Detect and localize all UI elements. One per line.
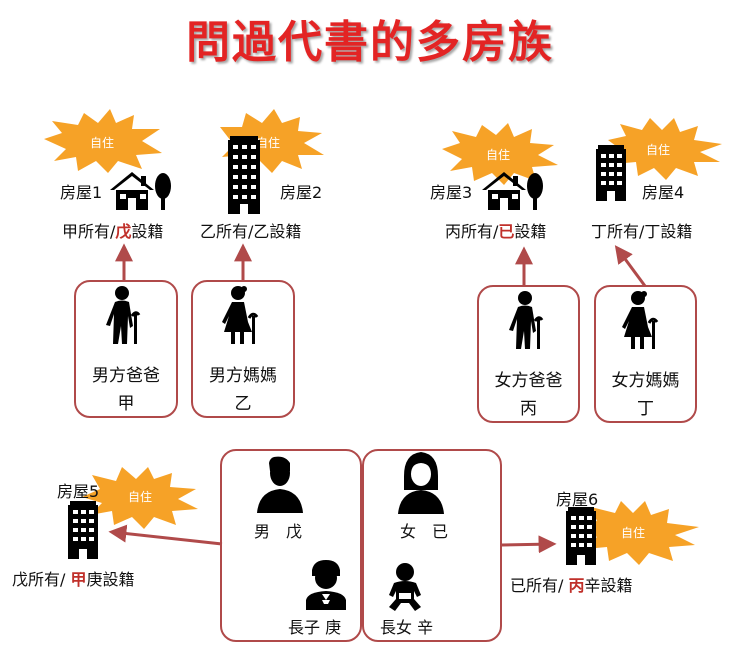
house-6-name: 房屋6 (556, 490, 599, 509)
building-icon-6 (566, 507, 596, 565)
house-1-ownership: 甲所有/戊設籍 (62, 218, 163, 242)
house-5-reg-char: 甲 (70, 570, 87, 589)
husband-mother-role: 男方媽媽 (209, 366, 277, 386)
house-6-reg-suffix: 辛設籍 (584, 576, 633, 595)
man-avatar-icon (257, 456, 303, 513)
burst-house1: 自住 (44, 109, 162, 173)
burst-house4: 自住 (608, 118, 722, 180)
house-1-owner: 甲所有/ (62, 222, 116, 241)
wife-father-role: 女方爸爸 (494, 371, 563, 391)
building-icon-4 (596, 145, 626, 201)
arrow-husband-to-house5 (108, 524, 223, 546)
burst-label: 自住 (90, 136, 114, 150)
boy-avatar-icon (306, 560, 346, 610)
elderly-woman-icon (222, 286, 259, 344)
baby-avatar-icon (389, 563, 421, 611)
house-5-name: 房屋5 (57, 482, 100, 501)
house-6-ownership: 已所有/ 丙辛設籍 (510, 572, 633, 596)
house-1-name: 房屋1 (60, 183, 103, 202)
woman-avatar-icon (398, 452, 444, 514)
arrow-wife-to-house6 (501, 535, 557, 554)
son-label: 長子 庚 (288, 618, 342, 637)
wife-father-name: 丙 (520, 399, 537, 419)
house-3-reg-char: 已 (498, 222, 515, 241)
house-3-owner: 丙所有/ (445, 222, 499, 241)
house-2-ownership: 乙所有/乙設籍 (200, 222, 302, 241)
husband-father-name: 甲 (117, 394, 135, 414)
burst-label: 自住 (621, 526, 645, 540)
elderly-man-icon (509, 291, 544, 349)
wife-mother-name: 丁 (637, 399, 654, 419)
house-icon-3 (482, 172, 543, 210)
house-4-name: 房屋4 (642, 183, 685, 202)
house-6-reg-char: 丙 (568, 576, 585, 595)
house-1-reg-char: 戊 (115, 222, 132, 241)
burst-house3: 自住 (442, 123, 558, 185)
burst-house5: 自住 (82, 467, 198, 529)
daughter-label: 長女 辛 (380, 618, 434, 637)
house-1-reg-suffix: 設籍 (131, 222, 164, 241)
husband-label: 男 戊 (254, 522, 303, 541)
burst-label: 自住 (486, 148, 510, 162)
house-5-ownership: 戊所有/ 甲庚設籍 (12, 566, 135, 590)
burst-house6: 自住 (579, 501, 699, 565)
house-6-owner: 已所有/ (510, 576, 569, 595)
house-icon-1 (110, 172, 171, 210)
house-2-name: 房屋2 (280, 183, 323, 202)
page-title: 問過代書的多房族 (186, 17, 554, 68)
burst-label: 自住 (646, 143, 670, 157)
building-icon-2 (228, 136, 260, 214)
burst-label: 自住 (128, 490, 152, 504)
card-wife-mother: 女方媽媽 丁 (594, 285, 697, 423)
husband-mother-name: 乙 (234, 394, 252, 414)
elderly-woman-icon (622, 291, 659, 349)
house-4-ownership: 丁所有/丁設籍 (591, 222, 693, 241)
house-5-owner: 戊所有/ (12, 570, 71, 589)
house-3-reg-suffix: 設籍 (514, 222, 547, 241)
elderly-man-icon (106, 286, 141, 344)
wife-label: 女 已 (400, 522, 449, 541)
burst-label: 自住 (256, 136, 280, 150)
house-5-reg-suffix: 庚設籍 (86, 570, 135, 589)
wife-mother-role: 女方媽媽 (611, 371, 680, 391)
husband-father-role: 男方爸爸 (92, 366, 160, 386)
building-icon-5 (68, 501, 98, 559)
house-3-name: 房屋3 (430, 183, 473, 202)
house-3-ownership: 丙所有/已設籍 (445, 218, 546, 242)
arrow-wmother-to-house4 (614, 245, 647, 287)
